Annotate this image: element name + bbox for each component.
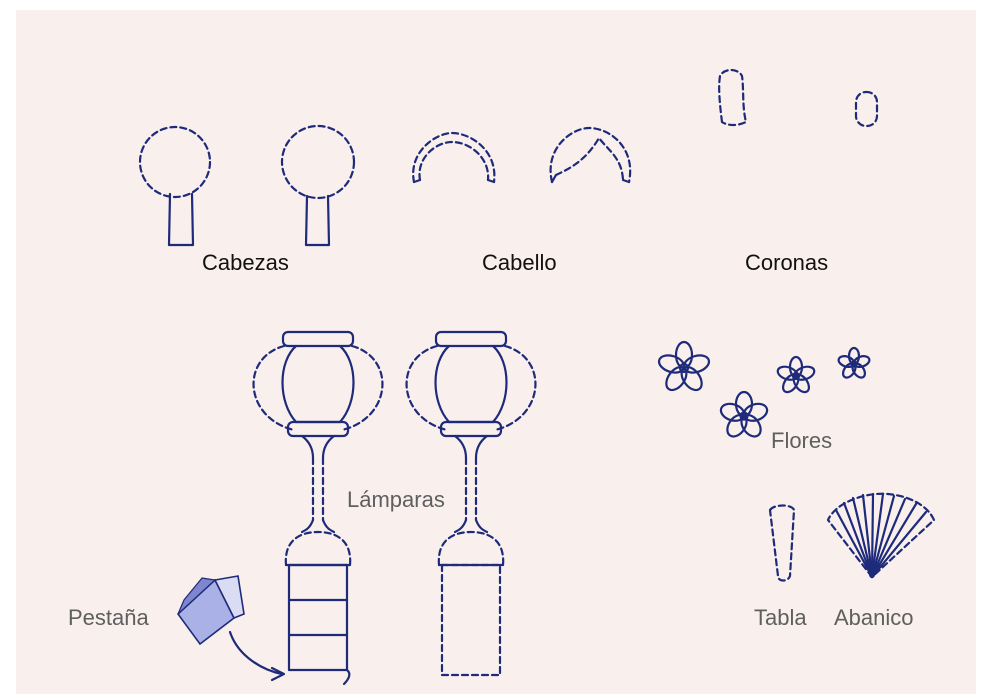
- label-fan: Abanico: [834, 605, 914, 630]
- fan-pattern: [826, 492, 936, 579]
- label-lanterns: Lámparas: [347, 487, 445, 512]
- flower-1: [657, 340, 711, 392]
- flower-2: [776, 355, 816, 394]
- head-pattern-1: [138, 125, 212, 247]
- hair-pattern-1: [412, 131, 496, 184]
- tab-piece: [176, 575, 245, 646]
- label-flowers: Flores: [771, 428, 833, 453]
- crown-pattern-2: [854, 90, 879, 128]
- board-pattern: [768, 504, 796, 582]
- pattern-drawing: [138, 68, 936, 686]
- label-tab: Pestaña: [68, 605, 149, 630]
- hair-pattern-2: [549, 126, 632, 184]
- lantern-pattern-1: [252, 330, 384, 686]
- lantern-pattern-2: [405, 330, 537, 677]
- flower-3: [837, 346, 871, 379]
- flower-4: [719, 390, 769, 438]
- label-board: Tabla: [754, 605, 807, 630]
- pattern-sheet: Cabezas Cabello Coronas Flores Lámparas …: [16, 10, 976, 694]
- crown-pattern-1: [718, 68, 748, 127]
- label-crowns: Coronas: [745, 250, 829, 275]
- tab-arrow: [228, 630, 286, 682]
- head-pattern-2: [280, 124, 356, 247]
- label-heads: Cabezas: [202, 250, 289, 275]
- label-hair: Cabello: [482, 250, 557, 275]
